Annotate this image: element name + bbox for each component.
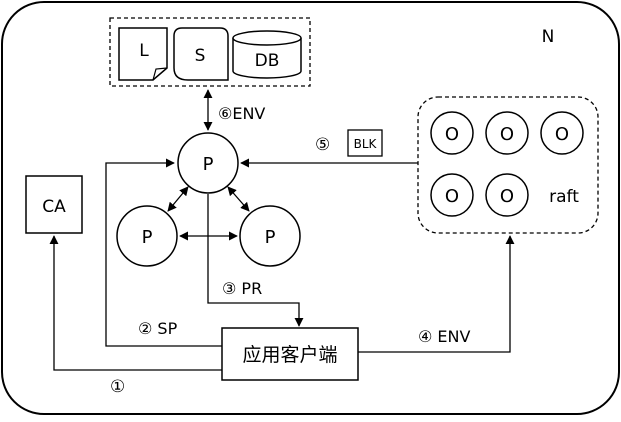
block-badge-label: BLK — [354, 137, 378, 151]
peer-group: P P P — [116, 132, 301, 267]
proposal-arrow — [105, 158, 222, 347]
peer-main-label: P — [203, 154, 214, 175]
client-app-label: 应用客户端 — [242, 344, 337, 366]
raft-label: raft — [549, 187, 579, 207]
orderer-node-label: O — [445, 124, 459, 145]
database-label: DB — [255, 51, 280, 71]
peer-link-main-right — [227, 186, 250, 212]
ca-label: CA — [42, 197, 66, 217]
network-boundary — [1, 1, 620, 415]
step5-label: ⑤ — [315, 135, 330, 155]
ca-registration-arrow — [49, 235, 222, 371]
orderer-cluster: O O O O O raft — [417, 96, 599, 234]
ledger-document-icon — [118, 27, 168, 81]
step1-label: ① — [110, 377, 125, 397]
orderer-node — [430, 173, 474, 217]
orderer-boundary — [417, 96, 599, 234]
network-label: N — [542, 27, 555, 47]
state-label: S — [195, 46, 206, 66]
orderer-node-label: O — [445, 186, 459, 207]
orderer-node — [540, 111, 584, 155]
step3-label: ③ PR — [222, 279, 262, 298]
peer-link-main-left — [167, 186, 189, 212]
client-app-box — [221, 327, 359, 381]
state-store-icon — [173, 27, 229, 81]
block-badge — [347, 129, 383, 157]
peer-main — [177, 132, 239, 194]
ledger-fold — [152, 67, 168, 81]
connectors — [49, 89, 515, 371]
peer-left — [116, 205, 178, 267]
storage-boundary — [109, 17, 311, 87]
orderer-node-label: O — [500, 124, 514, 145]
storage-group: L S DB — [109, 17, 311, 87]
peer-left-label: P — [142, 227, 153, 248]
ca-box — [25, 175, 83, 234]
orderer-node — [430, 111, 474, 155]
step2-label: ② SP — [138, 319, 178, 338]
orderer-node — [485, 111, 529, 155]
peer-right — [239, 205, 301, 267]
database-icon — [232, 38, 302, 79]
orderer-node — [485, 173, 529, 217]
orderer-node-label: O — [500, 186, 514, 207]
ledger-label: L — [139, 41, 149, 61]
database-top — [232, 30, 302, 46]
step4-label: ④ ENV — [418, 327, 471, 346]
response-arrow — [207, 194, 304, 327]
envelope-arrow — [358, 235, 515, 353]
orderer-node-label: O — [555, 124, 569, 145]
step6-label: ⑥ENV — [218, 104, 265, 123]
peer-right-label: P — [265, 227, 276, 248]
